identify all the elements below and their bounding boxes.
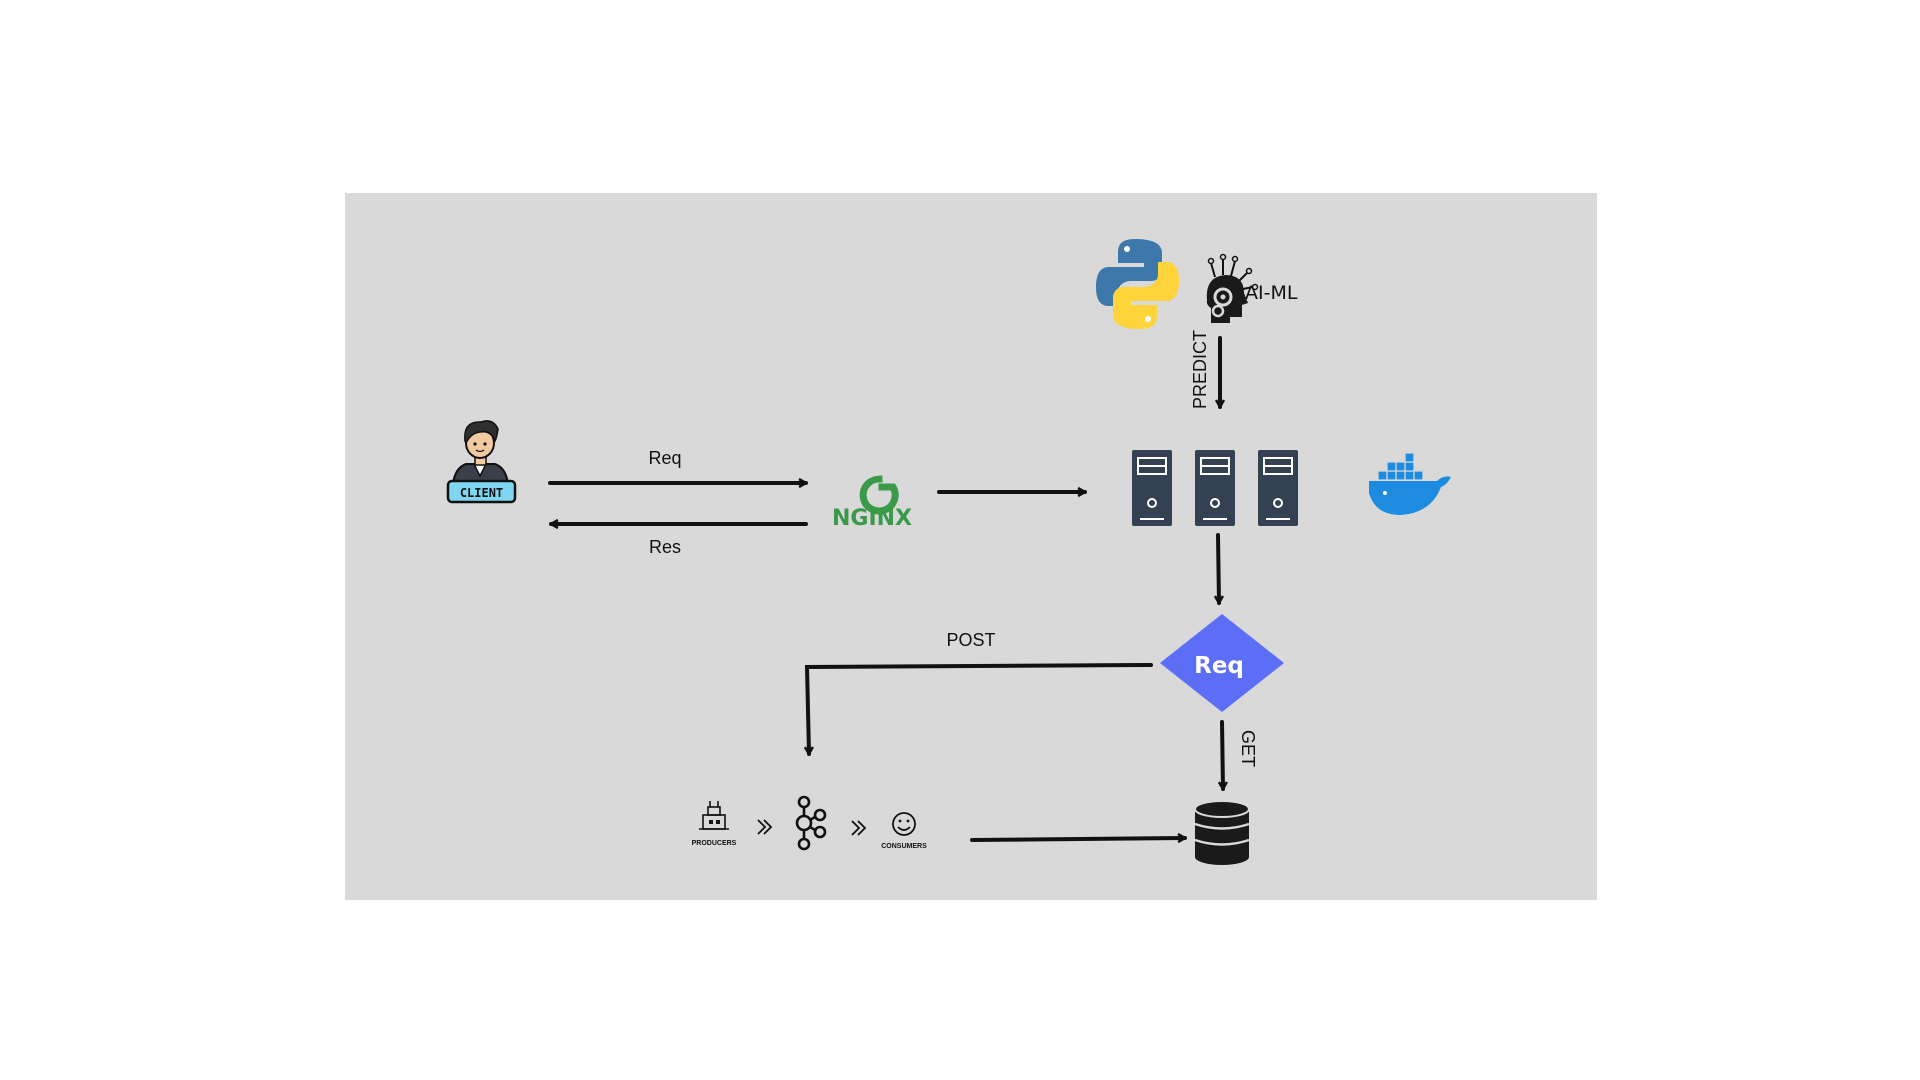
chevron-right-icon [763,819,773,835]
server-icon [1195,450,1235,526]
client-node: CLIENT [446,420,517,504]
nginx-logo-text: NGINX [832,506,912,531]
consumer-icon [892,812,916,836]
consumers-label: CONSUMERS [881,843,927,850]
res-edge-label: Res [649,537,681,557]
producers-label: PRODUCERS [692,840,737,847]
docker-icon [1369,452,1451,515]
chevron-right-icon [851,820,861,836]
server-icon [1258,450,1298,526]
server-cluster [1132,450,1298,526]
nginx-icon [859,475,899,515]
nginx-node: NGINX [832,475,912,531]
decision-label: Req [1194,653,1244,679]
post-edge-label: POST [946,630,995,650]
ai-brain-icon [1206,253,1259,323]
kafka-pipeline: PRODUCERS CONSUMERS [692,795,927,851]
producer-icon [699,801,729,830]
servers-to-decision-arrow [1218,533,1219,605]
client-badge-label: CLIENT [460,486,503,500]
get-edge-label: GET [1238,730,1258,767]
diagram-canvas: CLIENT Req Res NGINX AI-ML P [345,193,1597,900]
predict-edge-label: PREDICT [1190,330,1210,409]
python-icon [1096,239,1179,329]
ai-ml-label: AI-ML [1245,282,1298,304]
client-icon [446,420,517,504]
ai-ml-node: AI-ML [1206,253,1298,323]
pipeline-to-database-arrow [970,838,1187,840]
post-arrow [807,663,1153,756]
database-icon [1194,800,1250,865]
chevron-right-icon [857,820,867,836]
chevron-right-icon [757,819,767,835]
server-icon [1132,450,1172,526]
req-decision-node: Req [1160,614,1284,712]
req-edge-label: Req [648,448,681,468]
get-arrow [1222,720,1223,791]
architecture-diagram: CLIENT Req Res NGINX AI-ML P [446,239,1451,865]
kafka-icon [795,795,827,851]
